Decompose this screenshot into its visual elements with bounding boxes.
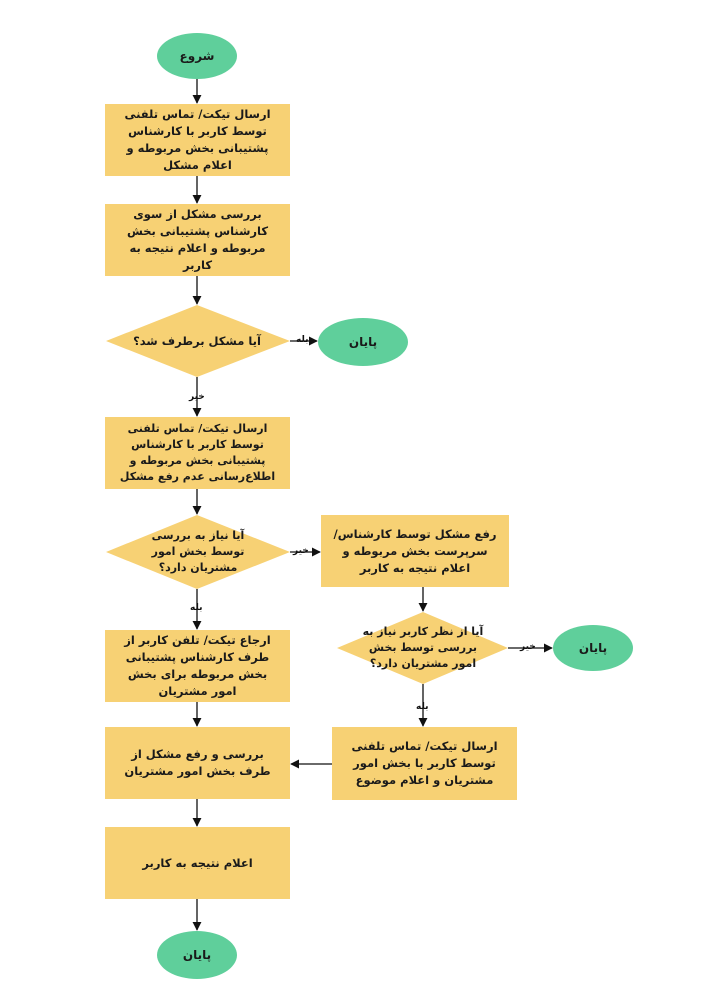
decision2-yes-label: بله xyxy=(190,603,203,613)
step1-label: ارسال تیکت/ تماس تلفنی توسط کاربر با کار… xyxy=(124,107,271,172)
decision1-yes-label: بله xyxy=(296,335,309,345)
step4-label: ارجاع تیکت/ تلفن کاربر از طرف کارشناس پش… xyxy=(124,633,271,698)
step6-box xyxy=(105,827,290,899)
step4-box xyxy=(105,630,290,702)
end2-label: پایان xyxy=(578,640,608,655)
decision3-yes-label: بله xyxy=(416,702,429,712)
step5-box xyxy=(105,727,290,799)
step3-box xyxy=(105,417,290,489)
decision3-no-label: خیر xyxy=(520,642,536,652)
step-right1-label: رفع مشکل توسط کارشناس/ سرپرست بخش مربوطه… xyxy=(333,526,497,575)
end3-label: پایان xyxy=(182,947,212,962)
decision3-label: آیا از نظر کاربر نیاز به بررسی توسط بخش … xyxy=(362,625,484,670)
decision2-label: آیا نیاز به بررسی توسط بخش امور مشتریان … xyxy=(151,529,245,574)
step2-box xyxy=(105,204,290,276)
decision2-diamond xyxy=(106,515,290,589)
step6-label: اعلام نتیجه به کاربر xyxy=(142,855,253,870)
step3-label: ارسال تیکت/ تماس تلفنی توسط کاربر با کار… xyxy=(119,422,276,483)
start-label: شروع xyxy=(179,48,215,63)
decision2-no-label: خیر xyxy=(293,546,309,556)
step-right1-box xyxy=(321,515,509,587)
step5-label: بررسی و رفع مشکل از طرف بخش امور مشتریان xyxy=(124,747,271,778)
decision1-diamond xyxy=(106,305,290,377)
end2-terminal xyxy=(553,625,633,671)
end1-label: پایان xyxy=(348,334,378,349)
end1-terminal xyxy=(318,318,408,366)
decision1-no-label: خیر xyxy=(189,392,205,402)
start-terminal xyxy=(157,33,237,79)
step-right2-box xyxy=(332,727,517,800)
decision3-diamond xyxy=(337,612,508,684)
step1-box xyxy=(105,104,290,176)
step2-label: بررسی مشکل از سوی کارشناس پشتیبانی بخش م… xyxy=(126,207,269,272)
decision1-label: آیا مشکل برطرف شد؟ xyxy=(133,333,261,348)
end3-terminal xyxy=(157,931,237,979)
step-right2-label: ارسال تیکت/ تماس تلفنی توسط کاربر با بخش… xyxy=(351,739,498,787)
